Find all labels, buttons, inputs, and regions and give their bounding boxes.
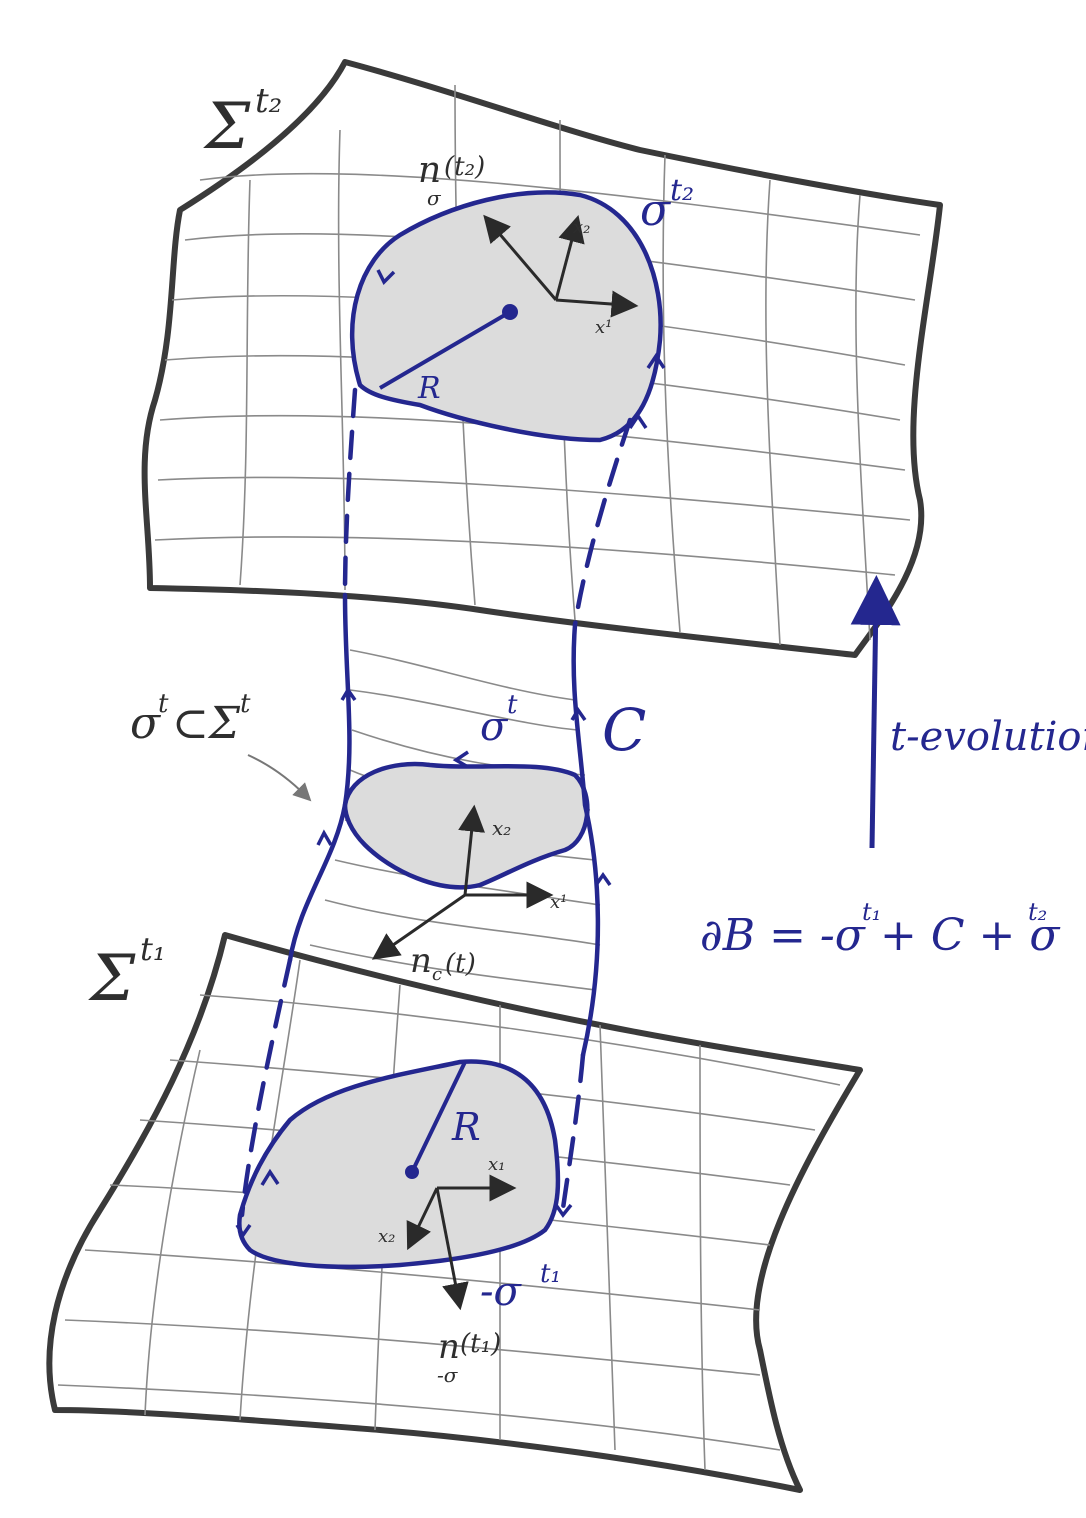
- boundary-eq-lead: ∂B = -σ: [700, 910, 867, 961]
- middle-disk-fill: [345, 764, 588, 888]
- curve-bottom-sup: t₁: [540, 1259, 561, 1289]
- sigma-t-subset-rest-sup: t: [240, 689, 251, 719]
- labels: Σ t₂ n σ (t₂) σ t₂ x₂ x¹ R σ t ⊂Σ t σ t …: [88, 81, 1086, 1387]
- x1-top-label: x¹: [595, 317, 612, 338]
- tube-left-dashed-top: [342, 387, 358, 598]
- boundary-eq-sup1: t₁: [862, 898, 881, 926]
- curve-sigma-t2: [349, 190, 663, 443]
- curve-top-sup: t₂: [670, 173, 694, 208]
- sigma-t2-surface-label: Σ: [203, 90, 251, 164]
- sigma-t1-surface-sup: t₁: [140, 930, 166, 968]
- blue-curves: [237, 190, 663, 1270]
- x2-top-label: x₂: [573, 217, 590, 238]
- x2-mid-label: x₂: [492, 816, 511, 840]
- t-evolution-label: t-evolution: [890, 714, 1086, 760]
- normal-top-arg: (t₂): [444, 152, 485, 182]
- tube-left-solid: [287, 592, 352, 963]
- curve-sigma-t1: [237, 1059, 561, 1270]
- t-evolution-arrow: [850, 575, 901, 849]
- normal-bottom-arg: (t₁): [460, 1329, 501, 1359]
- pointer-arrow: [247, 754, 312, 802]
- tube-right-dashed-bottom: [559, 1052, 586, 1218]
- radius-top-label: R: [417, 371, 441, 406]
- x1-mid-label: x¹: [550, 892, 567, 913]
- radius-bottom-label: R: [451, 1105, 481, 1149]
- orientation-arrows: [235, 269, 666, 1239]
- normal-top-label: n: [418, 150, 441, 191]
- normal-mid-label: n: [410, 941, 432, 981]
- boundary-eq-sup2: t₂: [1028, 898, 1047, 926]
- curve-top-label: σ: [640, 185, 672, 236]
- sigma-t1-surface-label: Σ: [88, 942, 136, 1016]
- sigma-t-subset-rest: ⊂Σ: [172, 698, 241, 749]
- sigma-t-subset-sup: t: [158, 689, 169, 719]
- normal-mid-arg: (t): [445, 949, 476, 979]
- x2-bottom-label: x₂: [378, 1226, 395, 1247]
- axes: [371, 214, 639, 1311]
- curve-sigma-t: [342, 761, 590, 890]
- sigma-t-subset-label: σ: [130, 698, 162, 749]
- tube-right-dashed-top: [572, 417, 633, 628]
- normal-bottom-label: n: [438, 1327, 460, 1367]
- x1-bottom-label: x₁: [488, 1154, 505, 1175]
- tube-label: C: [602, 696, 646, 764]
- tube-left-dashed-bottom: [239, 957, 293, 1218]
- radii: [378, 304, 518, 1179]
- normal-mid-sub: c: [432, 964, 442, 985]
- curve-mid-sup: t: [507, 690, 518, 720]
- normal-top-sub: σ: [427, 186, 442, 210]
- curve-bottom-label: -σ: [480, 1269, 523, 1315]
- normal-bottom-sub: -σ: [437, 1363, 459, 1387]
- sigma-t2-surface-sup: t₂: [255, 81, 282, 121]
- boundary-eq-mid: + C + σ: [880, 910, 1061, 961]
- curve-mid-label: σ: [480, 704, 509, 750]
- bottom-disk-fill: [239, 1061, 558, 1267]
- tube-right-solid: [571, 622, 601, 1058]
